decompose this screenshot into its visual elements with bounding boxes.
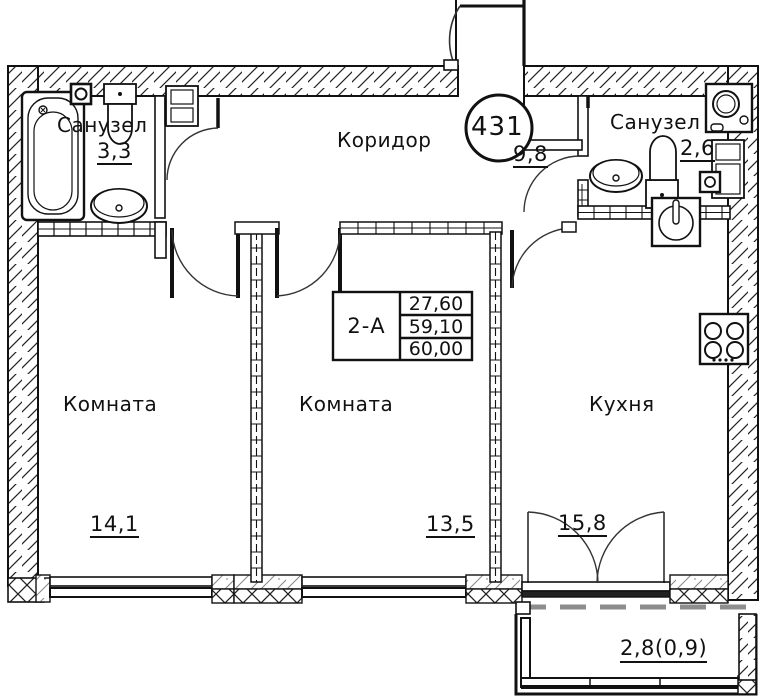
sink-icon [90, 188, 148, 224]
info-living-area: 27,60 [408, 292, 464, 315]
electrical-outlet-icon [69, 82, 93, 106]
info-flat-type: 2-А [347, 314, 386, 338]
room-label-kitchen: Кухня [589, 392, 655, 416]
fixtures-bath-left [20, 82, 199, 224]
balcony-outline [514, 601, 758, 696]
toilet-icon [103, 83, 137, 145]
room-area-room-left: 14,1 [90, 513, 139, 539]
water-heater-icon [165, 85, 199, 127]
room-area-bath-left: 3,3 [97, 140, 132, 166]
window-room-left [49, 576, 213, 598]
fixtures-bath-right [589, 82, 754, 248]
stove-icon [698, 312, 750, 366]
room-label-room-left: Комната [63, 392, 158, 416]
bottom-wall-and-windows [7, 511, 729, 604]
door-kitchen [510, 221, 577, 289]
room-label-room-mid: Комната [299, 392, 394, 416]
info-area-without-balcony: 59,10 [408, 315, 464, 338]
room-label-bath-right: Санузел [610, 110, 701, 134]
window-room-mid [301, 576, 467, 598]
info-total-area: 60,00 [408, 338, 464, 360]
flat-number-badge [464, 93, 534, 163]
wall-room-mid-kitchen [489, 231, 502, 583]
washing-machine-icon [704, 82, 754, 134]
flat-number-label: 431 [471, 112, 524, 142]
room-area-bath-right: 2,6 [680, 137, 715, 163]
room-area-corridor: 9,8 [513, 143, 548, 169]
door-room-left [170, 228, 240, 298]
room-area-room-mid: 13,5 [426, 513, 475, 539]
wall-bath-left-bottom [37, 221, 167, 237]
room-area-kitchen: 15,8 [558, 512, 607, 538]
room-label-bath-left: Санузел [57, 113, 148, 137]
door-room-mid [275, 228, 342, 298]
wall-room-mid-top [339, 221, 503, 235]
dryer-icon [650, 196, 702, 248]
balcony-area-label: 2,8(0,9) [620, 636, 708, 663]
sink-right-icon [589, 159, 643, 193]
info-box [331, 290, 474, 362]
electrical-outlet-right-icon [698, 170, 722, 194]
wall-between-rooms [234, 221, 280, 583]
fixtures-kitchen [698, 312, 750, 366]
bathtub-icon [20, 90, 86, 222]
room-label-corridor: Коридор [337, 128, 432, 152]
